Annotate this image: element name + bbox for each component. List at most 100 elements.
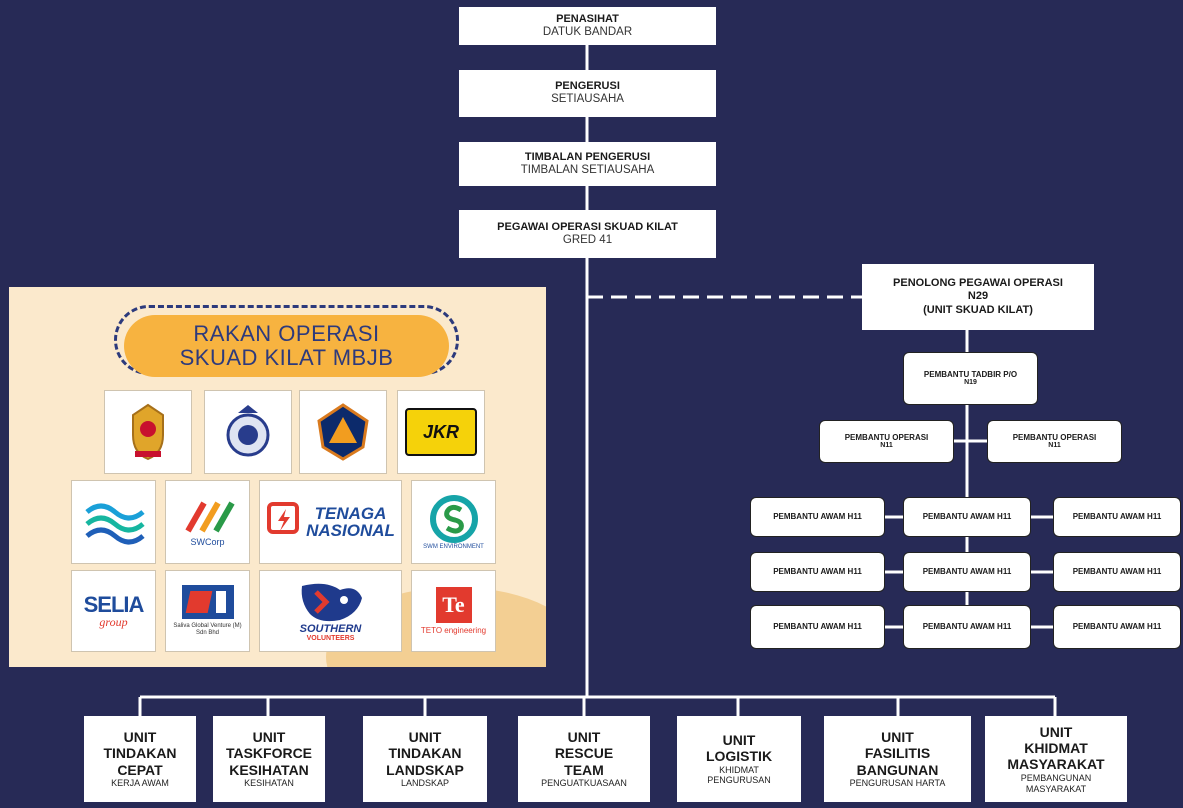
- box-subtitle: DATUK BANDAR: [542, 25, 633, 38]
- tiger-icon: [301, 583, 362, 621]
- unit-label: UNIT: [408, 729, 442, 746]
- crest-logo: [104, 390, 192, 474]
- box-title: PEMBANTU AWAM H11: [922, 567, 1012, 577]
- box-pembantu-awam: PEMBANTU AWAM H11: [903, 497, 1031, 537]
- swcorp-icon: [184, 501, 235, 533]
- si-mark: [181, 585, 234, 620]
- unit-name-2: KESIHATAN: [229, 761, 309, 778]
- teto-text: TETO engineering: [420, 626, 487, 635]
- unit-name-2: CEPAT: [117, 761, 163, 778]
- box-pembantu-awam: PEMBANTU AWAM H11: [750, 605, 885, 649]
- teto-engineering-logo: Te TETO engineering: [411, 570, 496, 652]
- box-unit-rescue-team: UNIT RESCUE TEAM PENGUATKUASAAN: [518, 716, 650, 802]
- unit-name: LOGISTIK: [705, 748, 773, 765]
- swcorp-text: SWCorp: [190, 537, 225, 547]
- box-title: PEGAWAI OPERASI SKUAD KILAT: [497, 220, 678, 233]
- te-mark-icon: Te: [435, 587, 472, 623]
- civil-defence-logo: [299, 390, 387, 474]
- southern-text-1: SOUTHERN: [299, 622, 362, 635]
- box-pegawai-operasi: PEGAWAI OPERASI SKUAD KILAT GRED 41: [459, 210, 716, 258]
- box-title: PEMBANTU AWAM H11: [773, 512, 862, 522]
- unit-department: KESIHATAN: [244, 778, 294, 789]
- banner-line-2: SKUAD KILAT MBJB: [179, 345, 394, 370]
- box-title: TIMBALAN PENGERUSI: [524, 150, 651, 163]
- unit-name: FASILITIS: [864, 745, 931, 762]
- unit-name: RESCUE: [554, 745, 614, 762]
- box-title: PEMBANTU AWAM H11: [773, 567, 862, 577]
- swm-text: SWM ENVIRONMENT: [423, 544, 484, 550]
- unit-label: UNIT: [252, 729, 286, 746]
- selia-group-text: group: [99, 615, 128, 629]
- selia-text: SELIA: [83, 592, 145, 617]
- box-pembantu-awam: PEMBANTU AWAM H11: [1053, 497, 1181, 537]
- box-title: PEMBANTU AWAM H11: [1072, 512, 1162, 522]
- box-pembantu-awam: PEMBANTU AWAM H11: [903, 552, 1031, 592]
- box-subtitle: SETIAUSAHA: [551, 93, 624, 106]
- box-grade: N11: [880, 442, 893, 450]
- box-unit-tindakan-cepat: UNIT TINDAKAN CEPAT KERJA AWAM: [84, 716, 196, 802]
- box-timbalan-pengerusi: TIMBALAN PENGERUSI TIMBALAN SETIAUSAHA: [459, 142, 716, 186]
- box-pembantu-operasi-left: PEMBANTU OPERASI N11: [819, 420, 954, 463]
- unit-name-2: BANGUNAN: [856, 761, 939, 778]
- box-unit-taskforce-kesihatan: UNIT TASKFORCE KESIHATAN KESIHATAN: [213, 716, 325, 802]
- southern-volunteers-logo: SOUTHERN VOLUNTEERS: [259, 570, 402, 652]
- tnb-text-1: TENAGA: [314, 504, 387, 523]
- jkr-logo: JKR: [397, 390, 485, 474]
- unit-department: LANDSKAP: [400, 778, 450, 789]
- box-title: PEMBANTU OPERASI: [844, 432, 929, 442]
- box-title: PENASIHAT: [556, 12, 619, 25]
- box-grade: N19: [964, 379, 977, 387]
- box-title: PEMBANTU OPERASI: [1012, 432, 1097, 442]
- crest-icon: [132, 403, 164, 461]
- box-subtitle: GRED 41: [562, 233, 613, 246]
- swcorp-logo: SWCorp: [165, 480, 250, 564]
- box-subtitle: TIMBALAN SETIAUSAHA: [520, 163, 655, 176]
- box-pembantu-awam: PEMBANTU AWAM H11: [903, 605, 1031, 649]
- box-title: PEMBANTU TADBIR P/O: [923, 369, 1018, 379]
- box-title: PENGERUSI: [555, 80, 620, 92]
- unit-name: TASKFORCE: [225, 745, 313, 762]
- swm-environment-logo: SWM ENVIRONMENT: [411, 480, 496, 564]
- jkr-text: JKR: [422, 421, 459, 442]
- box-grade: N11: [1048, 442, 1061, 450]
- box-penasihat: PENASIHAT DATUK BANDAR: [459, 7, 716, 45]
- box-title: PENOLONG PEGAWAI OPERASI: [893, 277, 1063, 290]
- box-pembantu-awam: PEMBANTU AWAM H11: [1053, 605, 1181, 649]
- unit-name: KHIDMAT: [1024, 740, 1088, 757]
- box-title: PEMBANTU AWAM H11: [922, 512, 1012, 522]
- unit-name-2: LANDSKAP: [386, 761, 464, 778]
- box-unit: (UNIT SKUAD KILAT): [923, 303, 1033, 316]
- box-pembantu-tadbir: PEMBANTU TADBIR P/O N19: [903, 352, 1038, 405]
- box-unit-logistik: UNIT LOGISTIK KHIDMAT PENGURUSAN: [677, 716, 801, 802]
- box-grade: N29: [967, 290, 989, 303]
- water-logo: [71, 480, 156, 564]
- civil-defence-icon: [317, 403, 369, 461]
- southern-text-2: VOLUNTEERS: [306, 634, 355, 642]
- unit-department: PENGURUSAN HARTA: [849, 778, 946, 789]
- box-pengerusi: PENGERUSI SETIAUSAHA: [459, 70, 716, 117]
- box-unit-khidmat-masyarakat: UNIT KHIDMAT MASYARAKAT PEMBANGUNAN MASY…: [985, 716, 1127, 802]
- unit-label: UNIT: [567, 729, 601, 746]
- si-maintenance-logo: Saliva Global Venture (M) Sdn Bhd: [165, 570, 250, 652]
- unit-name-2: MASYARAKAT: [1007, 756, 1105, 773]
- unit-department: KERJA AWAM: [111, 778, 169, 789]
- box-title: PEMBANTU AWAM H11: [1072, 622, 1162, 632]
- box-pembantu-awam: PEMBANTU AWAM H11: [750, 497, 885, 537]
- box-title: PEMBANTU AWAM H11: [1072, 567, 1162, 577]
- unit-label: UNIT: [881, 729, 914, 746]
- banner-line-1: RAKAN OPERASI: [193, 320, 380, 346]
- selia-logo: SELIA group: [71, 570, 156, 652]
- box-title: PEMBANTU AWAM H11: [773, 622, 862, 632]
- box-pembantu-awam: PEMBANTU AWAM H11: [1053, 552, 1181, 592]
- unit-department: PEMBANGUNAN MASYARAKAT: [1020, 772, 1092, 794]
- water-waves-icon: [84, 503, 145, 545]
- jkr-plate: JKR: [405, 408, 477, 456]
- unit-name-2: TEAM: [564, 761, 604, 778]
- box-pembantu-awam: PEMBANTU AWAM H11: [750, 552, 885, 592]
- box-unit-fasilitis-bangunan: UNIT FASILITIS BANGUNAN PENGURUSAN HARTA: [824, 716, 971, 802]
- unit-label: UNIT: [1039, 723, 1073, 740]
- tnb-text-2: NASIONAL: [306, 521, 395, 540]
- unit-name: TINDAKAN: [388, 745, 462, 762]
- partners-banner: RAKAN OPERASI SKUAD KILAT MBJB: [124, 315, 449, 377]
- swm-icon: [429, 495, 478, 543]
